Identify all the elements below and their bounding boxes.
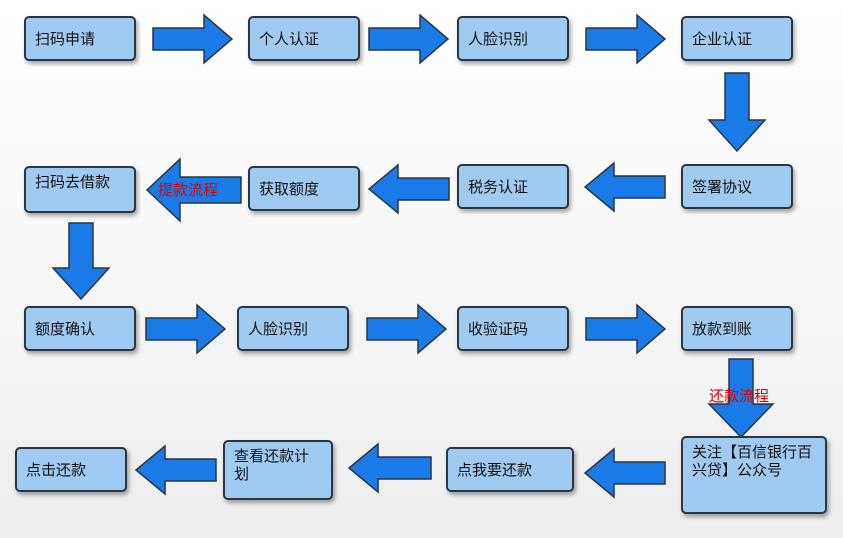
- arrow-down-icon: [707, 72, 767, 153]
- arrow-left-icon: [583, 447, 666, 499]
- arrow-right-icon: [585, 13, 667, 65]
- step-follow-account: 关注【百信银行百兴贷】公众号: [681, 436, 827, 514]
- arrow-down-icon: [707, 358, 775, 439]
- arrow-left-icon: [583, 161, 666, 213]
- arrow-right-icon: [152, 13, 234, 65]
- step-click-repay: 点击还款: [15, 447, 127, 492]
- step-view-plan: 查看还款计划: [223, 440, 333, 500]
- withdraw-flow-label: 提款流程: [158, 181, 219, 199]
- step-scan-borrow: 扫码去借款: [24, 166, 136, 213]
- step-confirm-quota: 额度确认: [24, 306, 136, 351]
- arrow-left-icon: [134, 444, 217, 496]
- step-enterprise-auth: 企业认证: [681, 16, 793, 61]
- step-sign-agreement: 签署协议: [681, 164, 793, 209]
- step-tax-auth: 税务认证: [457, 164, 569, 209]
- step-get-quota: 获取额度: [248, 166, 360, 211]
- step-face-recognition-1: 人脸识别: [457, 16, 569, 61]
- arrow-left-icon: [347, 442, 432, 494]
- step-face-recognition-2: 人脸识别: [237, 306, 349, 351]
- step-scan-apply: 扫码申请: [24, 16, 136, 61]
- arrow-right-icon: [368, 13, 450, 65]
- arrow-right-icon: [585, 303, 667, 355]
- arrow-right-icon: [145, 303, 227, 355]
- arrow-left-icon: [145, 157, 242, 223]
- step-verify-code: 收验证码: [457, 306, 569, 351]
- arrow-left-icon: [367, 163, 450, 215]
- step-repay-click: 点我要还款: [446, 447, 574, 492]
- arrow-right-icon: [366, 303, 448, 355]
- step-personal-auth: 个人认证: [248, 16, 360, 61]
- arrow-down-icon: [51, 222, 111, 301]
- repay-flow-label: 还款流程: [709, 387, 770, 405]
- step-disburse: 放款到账: [681, 306, 793, 351]
